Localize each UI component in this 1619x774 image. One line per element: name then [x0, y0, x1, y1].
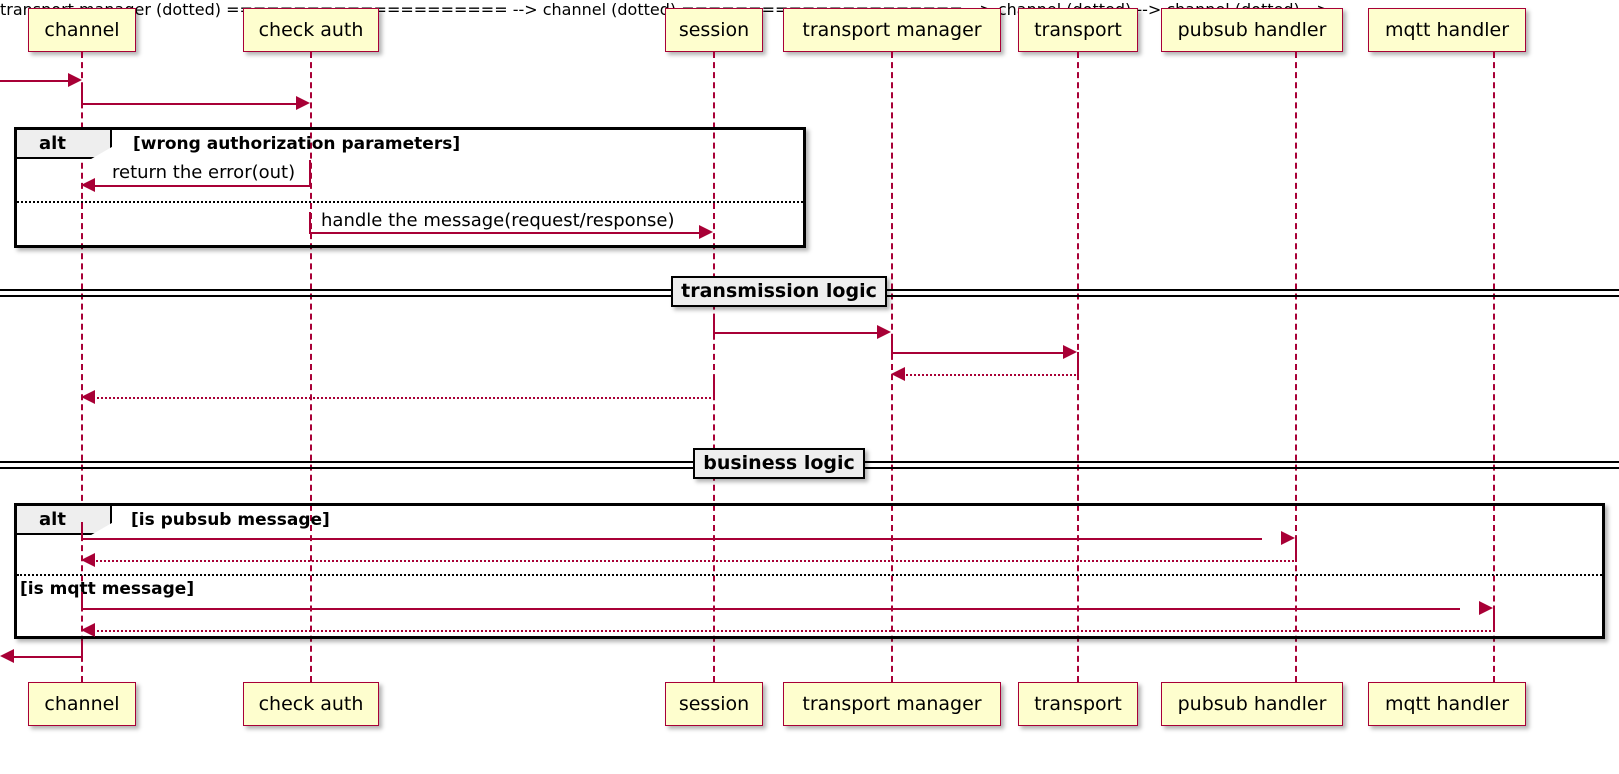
divider-business-logic: business logic: [693, 448, 865, 479]
message-arrow-m13: [8, 656, 83, 658]
group-condition-alt-auth: [wrong authorization parameters]: [133, 134, 461, 154]
message-arrow-m7: [899, 374, 1079, 376]
participant-label: channel: [44, 18, 120, 41]
lifeline-channel: [81, 52, 83, 682]
group-keyword-label: alt: [39, 508, 66, 530]
divider-line-right-transmission: [887, 289, 1619, 297]
message-stub-m12: [1493, 610, 1495, 631]
lifeline-session: [713, 52, 715, 682]
participant-session-bottom[interactable]: session: [665, 682, 763, 726]
participant-label: check auth: [258, 18, 364, 41]
group-else-condition-alt-message-type: [is mqtt message]: [20, 579, 195, 599]
message-arrow-m5: [713, 332, 884, 334]
arrowhead-left-m13: [0, 649, 14, 663]
participant-label: transport: [1034, 18, 1122, 41]
group-frame-alt-message-type: [14, 503, 1605, 639]
message-stub-m4: [309, 212, 311, 233]
arrowhead-right-m4: [699, 225, 713, 239]
participant-label: session: [678, 18, 750, 41]
divider-line-left-business: [0, 461, 693, 469]
lifeline-check-auth: [310, 52, 312, 682]
divider-label: transmission logic: [681, 280, 877, 302]
participant-mqtt-handler-top[interactable]: mqtt handler: [1368, 8, 1526, 52]
arrowhead-right-m6: [1063, 345, 1077, 359]
message-stub-m8: [713, 375, 715, 398]
participant-label: transport manager: [802, 692, 982, 715]
message-stub-m7: [1077, 352, 1079, 375]
arrowhead-left-m3: [81, 178, 95, 192]
participant-check-auth-bottom[interactable]: check auth: [243, 682, 379, 726]
participant-label: check auth: [258, 692, 364, 715]
arrowhead-left-m7: [891, 367, 905, 381]
divider-label: business logic: [703, 452, 855, 474]
group-else-divider-alt-message-type: [17, 574, 1602, 576]
lifeline-pubsub-handler: [1295, 52, 1297, 682]
message-arrow-m9: [81, 538, 1262, 540]
arrowhead-right-m11: [1479, 601, 1493, 615]
participant-label: mqtt handler: [1384, 692, 1510, 715]
group-else-divider-alt-auth: [17, 201, 803, 203]
group-header-alt-auth: alt: [17, 130, 112, 159]
divider-transmission-logic: transmission logic: [671, 276, 887, 307]
message-stub-m10: [1295, 540, 1297, 561]
group-keyword-label: alt: [39, 132, 66, 154]
message-label-m3: return the error(out): [112, 162, 296, 183]
divider-line-right-business: [865, 461, 1619, 469]
arrowhead-left-m12: [81, 623, 95, 637]
message-stub-m13: [81, 641, 83, 657]
message-label-m4: handle the message(request/response): [321, 210, 675, 231]
participant-session-top[interactable]: session: [665, 8, 763, 52]
arrowhead-left-m8: [81, 390, 95, 404]
group-frame-alt-auth: [14, 127, 806, 248]
message-arrow-m12: [89, 630, 1495, 632]
participant-mqtt-handler-bottom[interactable]: mqtt handler: [1368, 682, 1526, 726]
arrowhead-right-m9: [1281, 531, 1295, 545]
divider-line-left-transmission: [0, 289, 671, 297]
participant-transport-bottom[interactable]: transport: [1018, 682, 1138, 726]
message-stub-m5: [713, 316, 715, 333]
participant-label: channel: [44, 692, 120, 715]
arrowhead-right-m1: [68, 73, 82, 87]
participant-check-auth-top[interactable]: check auth: [243, 8, 379, 52]
message-arrow-m10: [89, 560, 1297, 562]
arrowhead-left-m10: [81, 553, 95, 567]
message-arrow-m2: [81, 103, 303, 105]
message-arrow-m6: [891, 352, 1070, 354]
participant-label: mqtt handler: [1384, 18, 1510, 41]
message-arrow-m11: [81, 608, 1460, 610]
message-stub-m6: [891, 336, 893, 353]
participant-pubsub-handler-bottom[interactable]: pubsub handler: [1161, 682, 1343, 726]
lifeline-mqtt-handler: [1493, 52, 1495, 682]
participant-transport-manager-top[interactable]: transport manager: [783, 8, 1001, 52]
message-arrow-m8: [89, 397, 715, 399]
arrowhead-right-m5: [877, 325, 891, 339]
group-condition-alt-message-type: [is pubsub message]: [131, 510, 330, 530]
participant-label: pubsub handler: [1177, 692, 1327, 715]
participant-channel-top[interactable]: channel: [28, 8, 136, 52]
message-stub-m11: [81, 592, 83, 609]
participant-channel-bottom[interactable]: channel: [28, 682, 136, 726]
participant-pubsub-handler-top[interactable]: pubsub handler: [1161, 8, 1343, 52]
participant-label: session: [678, 692, 750, 715]
message-arrow-m3: [89, 185, 311, 187]
message-arrow-m4: [309, 232, 706, 234]
participant-label: transport: [1034, 692, 1122, 715]
message-stub-m9: [81, 522, 83, 539]
group-header-alt-message-type: alt: [17, 506, 112, 535]
participant-label: transport manager: [802, 18, 982, 41]
message-stub-m3: [309, 160, 311, 186]
message-stub-m2: [81, 86, 83, 104]
participant-transport-top[interactable]: transport: [1018, 8, 1138, 52]
participant-transport-manager-bottom[interactable]: transport manager: [783, 682, 1001, 726]
arrowhead-right-m2: [296, 96, 310, 110]
participant-label: pubsub handler: [1177, 18, 1327, 41]
message-arrow-m1: [0, 80, 76, 82]
